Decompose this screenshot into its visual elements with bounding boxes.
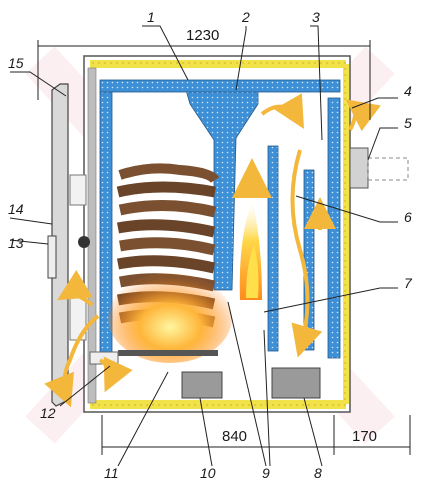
dimension-body-width: 840	[222, 428, 247, 445]
grate-and-ash-pans	[89, 350, 321, 399]
callout-7: 7	[404, 275, 413, 291]
callout-2: 2	[241, 9, 250, 25]
callout-5: 5	[404, 115, 412, 131]
airflow-arrow	[44, 93, 381, 408]
dimension-lines	[37, 40, 411, 455]
callout-9: 9	[262, 465, 270, 480]
callout-14: 14	[8, 201, 24, 217]
flue-pipe	[349, 147, 409, 189]
callout-11: 11	[104, 465, 119, 480]
callout-6: 6	[404, 209, 412, 225]
dimension-flue-depth: 170	[352, 428, 377, 445]
callout-leaders	[9, 25, 398, 467]
callout-10: 10	[200, 465, 216, 480]
callout-8: 8	[314, 465, 322, 480]
callout-15: 15	[8, 55, 24, 71]
water-jacket	[99, 79, 341, 359]
callout-4: 4	[404, 83, 412, 99]
callout-13: 13	[8, 235, 24, 251]
callout-1: 1	[147, 9, 155, 25]
dimension-total-width: 1230	[186, 27, 219, 44]
callout-3: 3	[312, 9, 320, 25]
flame	[108, 200, 262, 363]
callout-12: 12	[40, 405, 56, 421]
